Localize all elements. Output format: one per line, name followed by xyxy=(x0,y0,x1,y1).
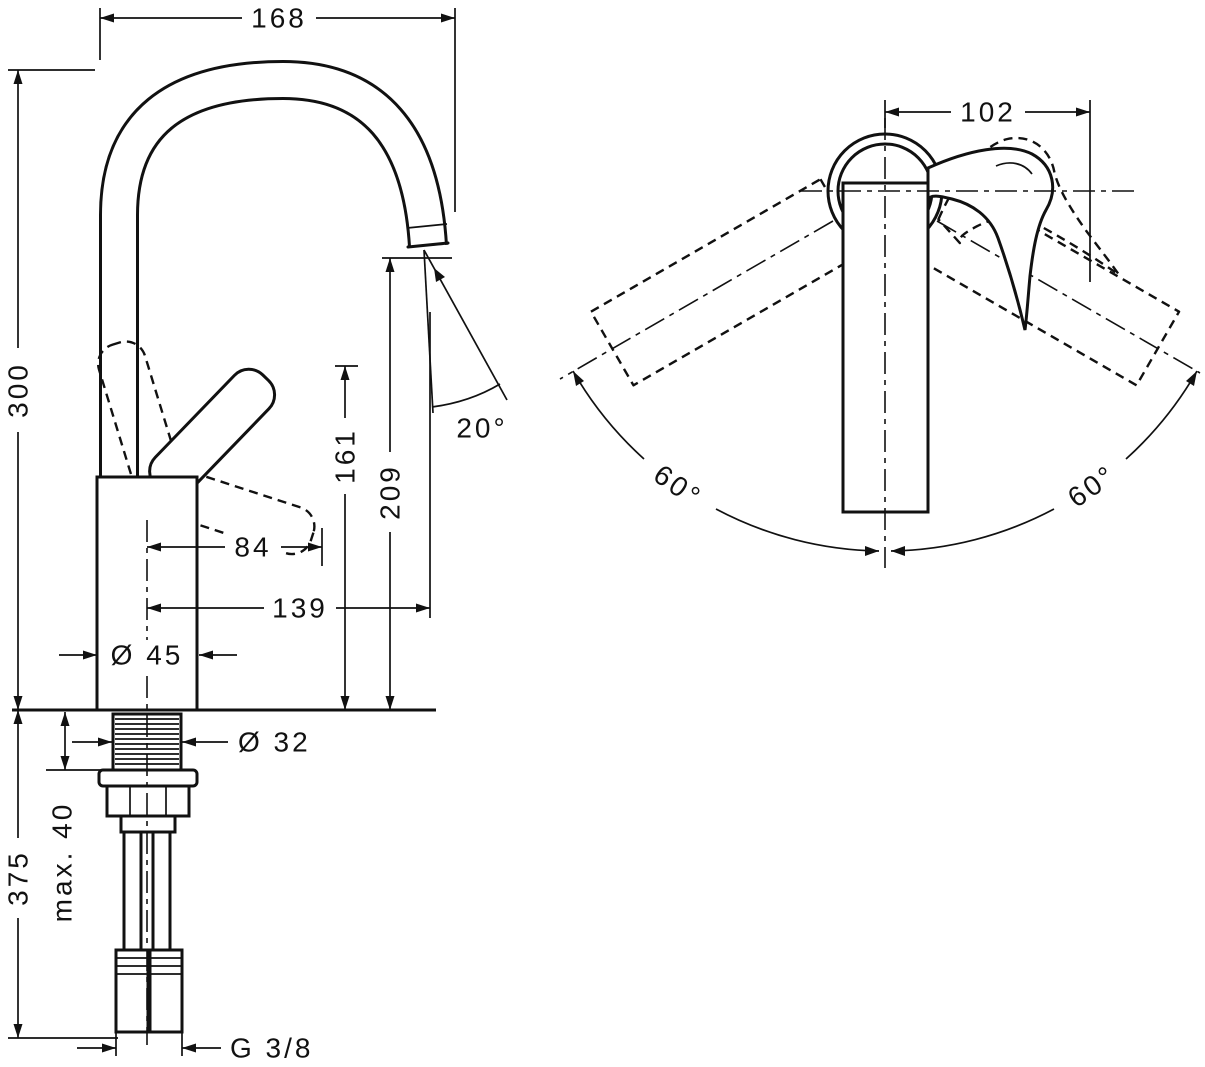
handle-top-outline xyxy=(926,146,1055,331)
dim-label-connection-thread: G 3/8 xyxy=(230,1033,313,1064)
label-mask xyxy=(951,97,1025,127)
label-mask xyxy=(264,593,336,623)
dim-label-max-thickness: max. 40 xyxy=(47,802,78,923)
body-outline xyxy=(95,475,199,712)
arc-arrowhead xyxy=(891,546,905,556)
swivel-arc xyxy=(572,370,1198,556)
dim-label-outlet-height: 209 xyxy=(375,464,406,520)
label-mask xyxy=(242,3,316,33)
aerator-line xyxy=(406,223,448,229)
connector-ridges xyxy=(116,957,182,975)
seal-washer xyxy=(97,768,199,788)
dim-label-swivel-left: 60° xyxy=(648,459,708,514)
top-view: 102 60° 60° xyxy=(559,97,1201,568)
dim-label-below-counter: 375 xyxy=(3,850,34,906)
dim-label-spout-reach: 168 xyxy=(251,3,307,34)
stream-arrowhead xyxy=(434,268,445,282)
dim-label-outlet-reach: 139 xyxy=(272,593,328,624)
spout-swiveled-left xyxy=(589,177,865,387)
stream-angle-detail xyxy=(423,249,508,414)
side-view-labels: 168 300 375 161 209 84 139 Ø 45 Ø 32 max… xyxy=(2,3,507,1064)
nut-facets xyxy=(129,786,167,816)
swivel-axis-left xyxy=(559,220,834,380)
dim-label-spout-underside: 161 xyxy=(330,428,361,484)
spout-inner xyxy=(102,62,445,492)
dim-label-swivel-right: 60° xyxy=(1062,459,1122,514)
handle-detail-line xyxy=(995,162,1033,175)
spout-swiveled-right xyxy=(905,177,1181,387)
label-mask xyxy=(2,348,34,432)
hose-connector-right xyxy=(148,948,184,1034)
dim-label-body-diameter: Ø 45 xyxy=(111,640,184,671)
label-mask xyxy=(329,418,361,494)
nut-adapter xyxy=(119,814,177,834)
hose-lines xyxy=(122,830,172,952)
label-mask xyxy=(2,838,34,918)
label-mask xyxy=(225,532,281,562)
mounting-nut xyxy=(105,784,191,818)
dim-label-shaft-diameter: Ø 32 xyxy=(238,727,311,758)
label-mask xyxy=(100,640,194,670)
spout-tip-cap xyxy=(406,241,450,249)
arc-arrowhead xyxy=(1186,371,1197,386)
dim-label-overall-width: 102 xyxy=(960,97,1016,128)
arc-arrowhead xyxy=(573,371,584,386)
label-mask xyxy=(374,452,406,532)
dim-label-height-above-counter: 300 xyxy=(3,362,34,418)
hose-connector-left xyxy=(114,948,150,1034)
handle-swiveled-dashed xyxy=(937,136,1121,276)
dim-label-stream-angle: 20° xyxy=(456,413,507,444)
arc-arrowhead xyxy=(865,546,879,556)
dim-label-handle-offset: 84 xyxy=(234,532,271,563)
side-view: 168 300 375 161 209 84 139 Ø 45 Ø 32 max… xyxy=(2,3,508,1064)
swivel-axis-right xyxy=(936,220,1201,374)
